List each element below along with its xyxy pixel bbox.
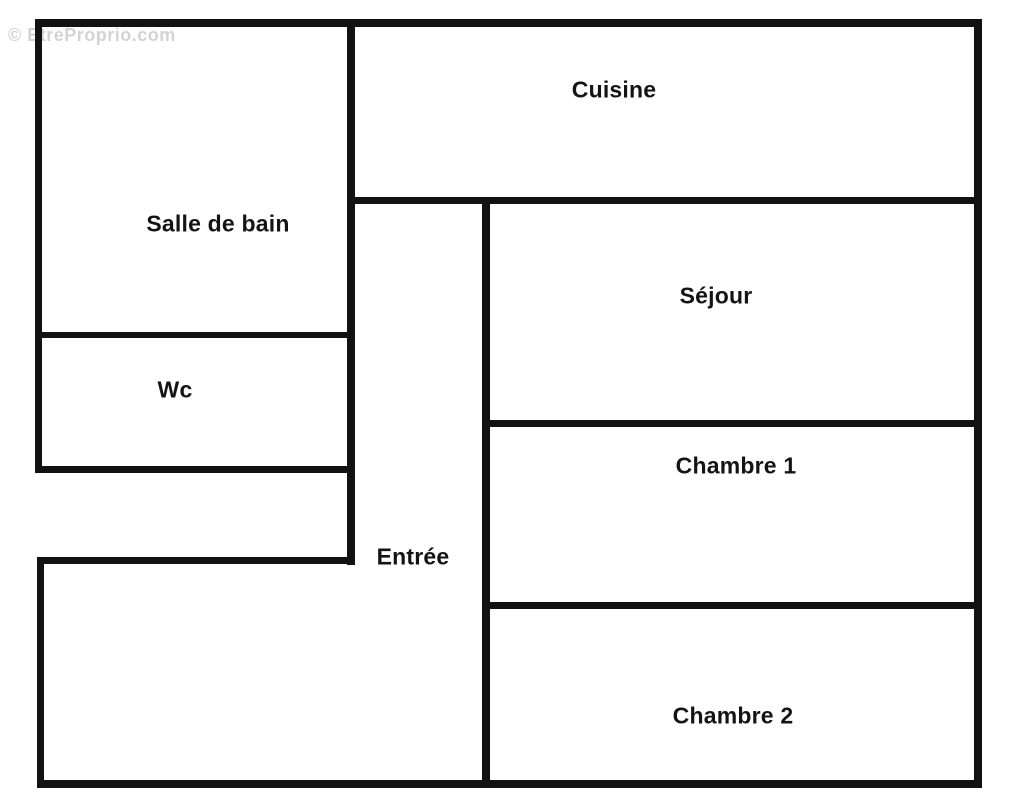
wall-outer-left-upper [35, 19, 42, 473]
wall-bathroom-corridor-vertical [347, 19, 355, 565]
wall-kitchen-bottom [347, 197, 982, 204]
wall-outer-top [35, 19, 982, 27]
room-label-chambre2: Chambre 2 [672, 702, 794, 729]
wall-sejour-chambre1-divider [482, 420, 982, 427]
wall-notch-bottom [37, 557, 355, 564]
watermark: © EtreProprio.com [8, 25, 176, 45]
room-label-salle-de-bain: Salle de bain [146, 210, 290, 237]
wall-chambre1-chambre2-divider [482, 602, 982, 609]
room-label-wc: Wc [157, 376, 193, 403]
wall-outer-bottom [37, 780, 982, 788]
room-label-cuisine: Cuisine [571, 76, 657, 103]
wall-outer-right [974, 19, 982, 788]
wall-corridor-rooms-vertical [482, 197, 490, 788]
wall-wc-bottom [35, 466, 355, 473]
room-label-sejour: Séjour [679, 282, 753, 309]
room-label-entree: Entrée [376, 543, 450, 570]
wall-outer-left-lower [37, 557, 44, 788]
wall-bathroom-wc-divider [35, 332, 355, 338]
room-label-chambre1: Chambre 1 [675, 452, 797, 479]
